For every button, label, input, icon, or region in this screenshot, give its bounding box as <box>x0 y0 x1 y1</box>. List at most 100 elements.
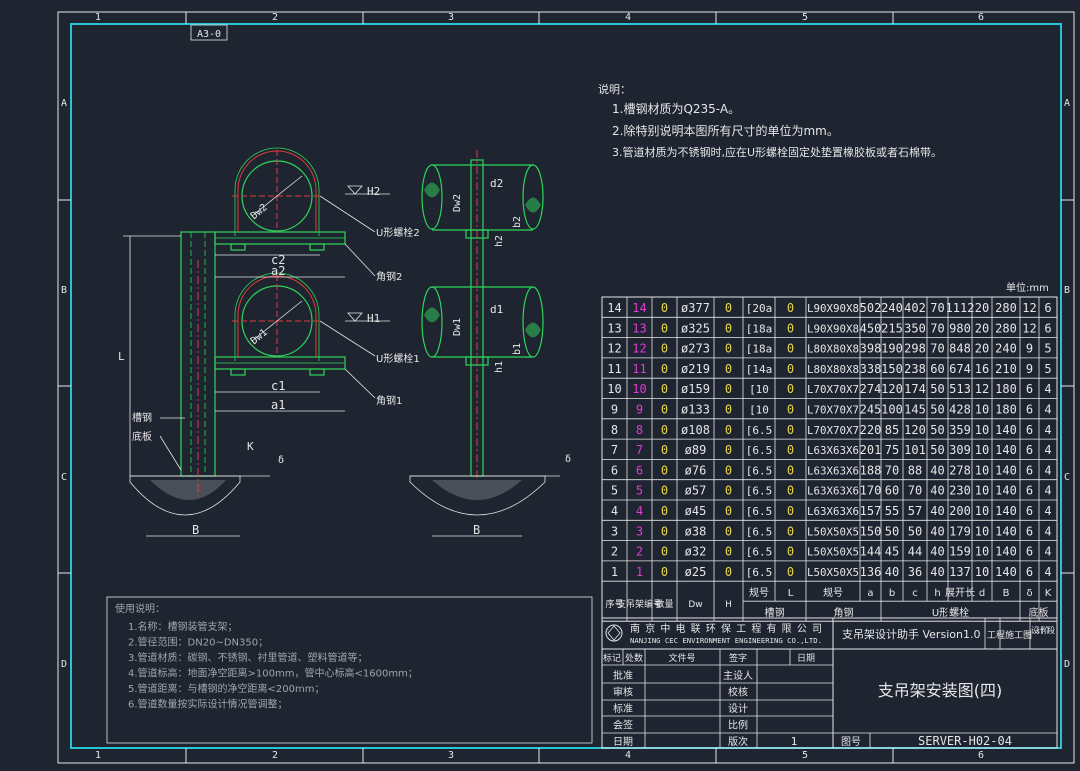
table-cell: 240 <box>995 342 1017 356</box>
table-cell: L70X70X7 <box>807 424 859 437</box>
table-cell: 44 <box>908 545 922 559</box>
table-cell: 137 <box>949 565 971 579</box>
table-cell: 40 <box>930 565 944 579</box>
table-cell: 9 <box>611 403 618 417</box>
table-cell: 10 <box>975 463 989 477</box>
table-cell: 4 <box>1044 565 1051 579</box>
table-cell: 0 <box>661 504 668 518</box>
table-cell: 140 <box>995 463 1017 477</box>
usage-line: 6.管道数量按实际设计情况管调整； <box>128 698 288 711</box>
table-cell: 16 <box>975 362 989 376</box>
table-cell: ø25 <box>685 565 707 579</box>
table-cell: 40 <box>930 524 944 538</box>
table-cell: 50 <box>930 443 944 457</box>
table-cell: 0 <box>661 443 668 457</box>
table-cell: 140 <box>995 443 1017 457</box>
dim-B-side: B <box>473 523 480 537</box>
table-header: h <box>934 588 940 599</box>
table-cell: 0 <box>661 484 668 498</box>
table-cell: L80X80X8 <box>807 363 859 376</box>
table-cell: 0 <box>725 301 732 315</box>
table-cell: L50X50X5 <box>807 525 859 538</box>
table-header: H <box>725 600 732 610</box>
table-cell: 13 <box>607 321 621 335</box>
table-cell: 40 <box>930 504 944 518</box>
column-marker: 3 <box>448 750 454 761</box>
table-cell: 4 <box>1044 484 1051 498</box>
table-cell: 0 <box>725 362 732 376</box>
column-marker: 6 <box>978 12 984 23</box>
column-marker: 6 <box>978 750 984 761</box>
table-cell: 220 <box>860 423 882 437</box>
usage-line: 5.管道距离：与槽钢的净空距离<200mm； <box>128 682 325 695</box>
table-cell: 140 <box>995 423 1017 437</box>
table-cell: 101 <box>904 443 926 457</box>
table-cell: L90X90X8 <box>807 322 859 335</box>
table-cell: 0 <box>725 565 732 579</box>
table-cell: [6.5 <box>746 566 773 579</box>
row-marker: C <box>61 472 67 483</box>
version-value: 1 <box>791 735 798 748</box>
table-cell: 359 <box>949 423 971 437</box>
table-cell: 0 <box>725 403 732 417</box>
column-marker: 2 <box>272 12 278 23</box>
table-cell: [14a <box>746 363 773 376</box>
table-cell: 6 <box>1026 504 1033 518</box>
sign-role-left: 会签 <box>613 719 633 732</box>
note-line-2: 2.除特别说明本图所有尺寸的单位为mm。 <box>612 123 839 138</box>
label-channel: 槽钢 <box>132 411 152 424</box>
elev-H1: H1 <box>367 312 380 325</box>
table-cell: ø38 <box>685 524 707 538</box>
table-cell: 10 <box>632 382 646 396</box>
table-cell: 0 <box>661 423 668 437</box>
table-header: Dw <box>688 600 702 610</box>
table-cell: 136 <box>860 565 882 579</box>
table-cell: L63X63X6 <box>807 485 859 498</box>
label-ubolt1: U形螺栓1 <box>376 352 420 365</box>
table-cell: 278 <box>949 463 971 477</box>
table-header: a <box>867 588 873 599</box>
table-cell: [6.5 <box>746 444 773 457</box>
table-cell: 4 <box>1044 524 1051 538</box>
table-cell: 0 <box>787 342 794 356</box>
table-cell: 70 <box>885 463 899 477</box>
sign-role-left: 批准 <box>613 669 633 682</box>
column-marker: 1 <box>95 12 101 23</box>
usage-box <box>106 596 593 744</box>
table-cell: 144 <box>860 545 882 559</box>
table-cell: 55 <box>885 504 899 518</box>
table-cell: 0 <box>787 565 794 579</box>
sign-role-right: 校核 <box>728 686 748 699</box>
table-cell: 70 <box>930 321 944 335</box>
sign-header: 文件号 <box>668 652 695 664</box>
table-cell: 0 <box>725 382 732 396</box>
table-cell: 0 <box>661 321 668 335</box>
column-marker: 5 <box>802 12 808 23</box>
table-cell: 240 <box>881 301 903 315</box>
table-cell: 88 <box>908 463 922 477</box>
dim-Dw1-side: Dw1 <box>452 318 463 336</box>
table-cell: 188 <box>860 463 882 477</box>
dim-b2: b2 <box>512 216 523 228</box>
table-cell: 10 <box>975 565 989 579</box>
table-cell: 20 <box>975 342 989 356</box>
dim-h1: h1 <box>494 361 505 373</box>
table-cell: [6.5 <box>746 464 773 477</box>
table-header: 序号 <box>605 598 623 610</box>
table-cell: 100 <box>881 403 903 417</box>
dim-Dw2: Dw2 <box>249 202 270 222</box>
table-cell: ø325 <box>681 321 710 335</box>
table-cell: 2 <box>611 545 618 559</box>
drawing-title: 支吊架安装图(四) <box>878 681 1003 700</box>
row-marker: B <box>61 285 67 296</box>
table-group-label: U形螺栓 <box>932 606 969 619</box>
label-delta-side: δ <box>565 454 571 465</box>
table-cell: 350 <box>904 321 926 335</box>
table-header: B <box>1003 588 1010 599</box>
table-cell: 150 <box>860 524 882 538</box>
unit-label: 单位:mm <box>1006 281 1049 294</box>
table-cell: 70 <box>930 301 944 315</box>
table-cell: 120 <box>904 423 926 437</box>
